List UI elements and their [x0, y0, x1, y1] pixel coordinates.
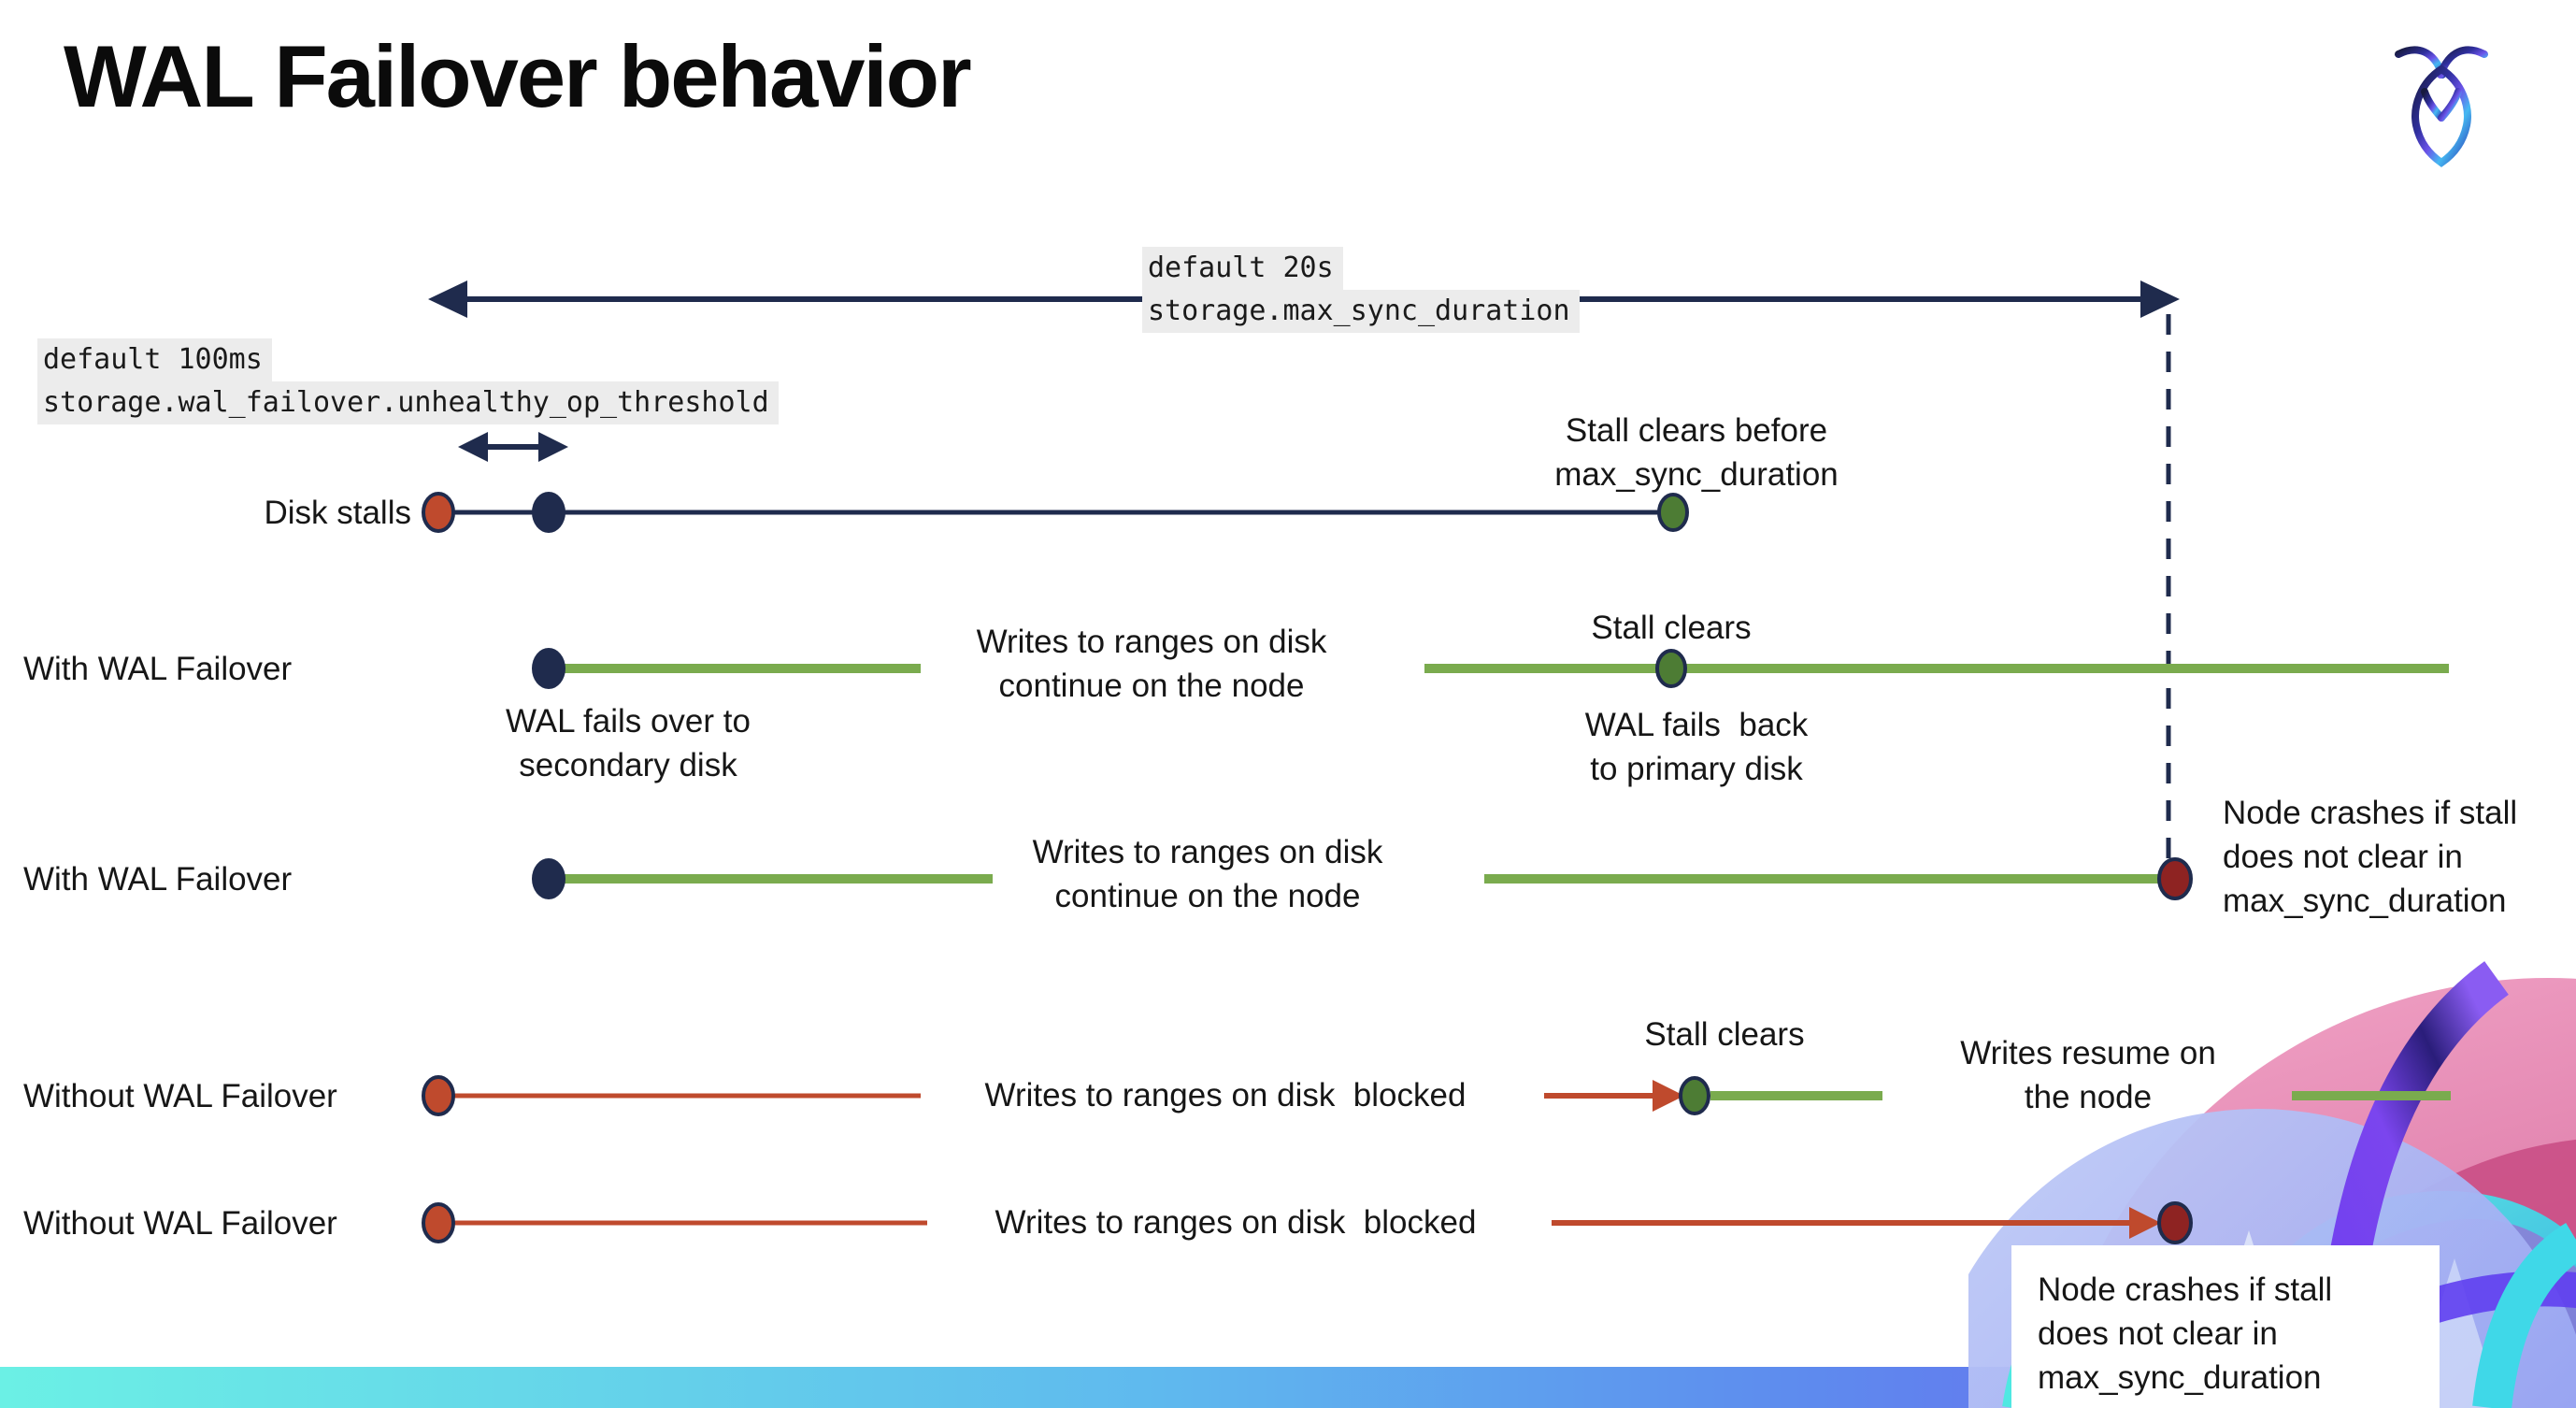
max-sync-setting-name: storage.max_sync_duration: [1142, 290, 1580, 333]
row-without-wal-failover-crash: [422, 1201, 2193, 1244]
node-crashes-note-box: [2011, 1245, 2440, 1408]
max-sync-default-value: default 20s: [1142, 247, 1343, 290]
wal-fails-over-annotation: WAL fails over to secondary disk: [506, 703, 751, 783]
stall-clears-annotation-1: Stall clears: [1591, 610, 1752, 646]
unhealthy-op-default-value: default 100ms: [37, 338, 272, 381]
row-with-wal-failover-crash: [532, 857, 2193, 900]
node-crashes-annotation-2: Node crashes if stall does not clear in …: [2038, 1272, 2333, 1396]
failover-dot: [532, 648, 565, 689]
row-disk-stalls: [422, 492, 1689, 533]
row-with-wal-failover-clears: [532, 648, 2449, 689]
row-label-with-wal-failover-2: With WAL Failover: [23, 861, 293, 898]
cyan-leg: [2472, 1222, 2576, 1408]
crash-dot: [2157, 1201, 2193, 1244]
row-label-without-wal-failover-1: Without WAL Failover: [23, 1078, 337, 1114]
failover-dot: [532, 858, 565, 899]
row-label-with-wal-failover-1: With WAL Failover: [23, 651, 293, 687]
writes-continue-annotation-2: Writes to ranges on disk continue on the…: [1032, 834, 1383, 914]
threshold-dot: [532, 492, 565, 533]
writes-resume-annotation: Writes resume on the node: [1960, 1035, 2216, 1115]
stall-clears-dot: [1679, 1076, 1710, 1115]
stall-start-dot: [422, 1075, 455, 1116]
unhealthy-op-threshold-arrow: [458, 432, 568, 462]
writes-continue-annotation-1: Writes to ranges on disk continue on the…: [976, 624, 1327, 704]
page-title: WAL Failover behavior: [64, 27, 972, 125]
writes-blocked-annotation-2: Writes to ranges on disk blocked: [995, 1204, 1477, 1241]
unhealthy-op-setting-name: storage.wal_failover.unhealthy_op_thresh…: [37, 381, 779, 424]
cockroachdb-logo-icon: [2395, 46, 2488, 167]
stall-clears-dot: [1657, 493, 1689, 532]
stall-clears-before-annotation: Stall clears before max_sync_duration: [1554, 412, 1839, 493]
unhealthy-op-threshold-label: default 100ms storage.wal_failover.unhea…: [37, 338, 779, 424]
max-sync-duration-label: default 20s storage.max_sync_duration: [1142, 247, 1580, 333]
wal-fails-back-annotation: WAL fails back to primary disk: [1584, 707, 1809, 787]
crash-dot: [2157, 857, 2193, 900]
row-label-without-wal-failover-2: Without WAL Failover: [23, 1205, 337, 1242]
stall-start-dot: [422, 492, 455, 533]
row-label-disk-stalls: Disk stalls: [264, 495, 411, 531]
stall-start-dot: [422, 1202, 455, 1243]
row-without-wal-failover-clears: [422, 1075, 2451, 1116]
stall-clears-dot: [1655, 649, 1687, 688]
writes-blocked-annotation-1: Writes to ranges on disk blocked: [984, 1077, 1467, 1113]
stall-clears-annotation-2: Stall clears: [1644, 1016, 1805, 1053]
node-crashes-annotation-1: Node crashes if stall does not clear in …: [2223, 795, 2518, 919]
